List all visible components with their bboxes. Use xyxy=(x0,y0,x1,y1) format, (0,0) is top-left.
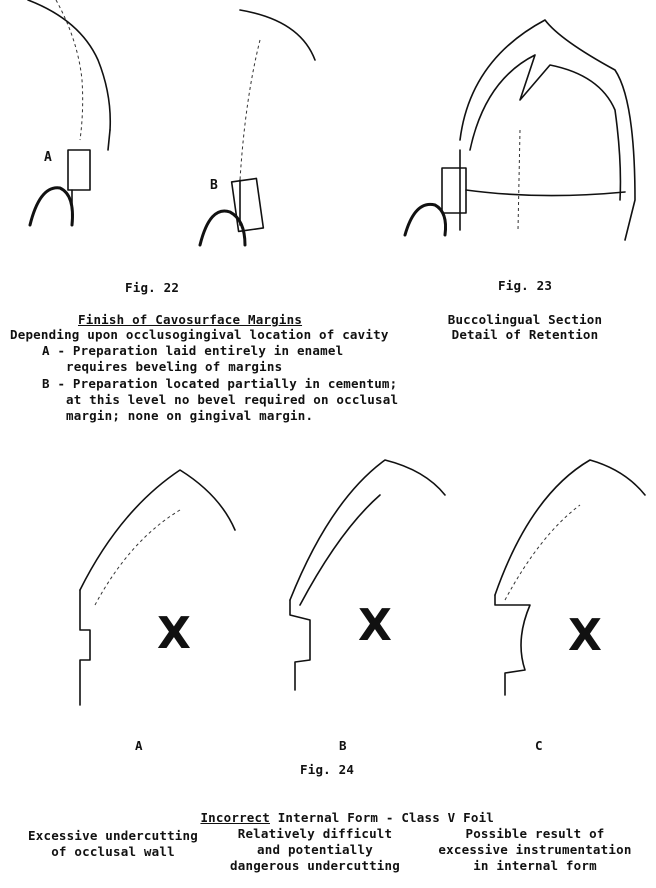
fig23-buccolingual-section-drawing xyxy=(403,19,636,241)
fig22-subtitle: Depending upon occlusogingival location … xyxy=(10,327,389,342)
fig22-tooth-a-drawing xyxy=(27,0,112,227)
fig23-label: Fig. 23 xyxy=(498,278,553,293)
fig24-caption-c-line1: Possible result of xyxy=(465,826,605,841)
fig24-caption-a-line2: of occlusal wall xyxy=(51,844,175,859)
fig22-label: Fig. 22 xyxy=(125,280,180,295)
fig22-item-b-line3: margin; none on gingival margin. xyxy=(66,408,314,423)
fig24-caption-c-line2: excessive instrumentation xyxy=(438,842,632,857)
fig24-title: Incorrect Internal Form - Class V Foil xyxy=(185,795,494,825)
fig22-tooth-b-drawing xyxy=(198,9,316,247)
fig22-item-a-line1: A - Preparation laid entirely in enamel xyxy=(42,343,344,358)
fig24-panel-c-drawing xyxy=(494,459,646,696)
fig22-item-b-line1: B - Preparation located partially in cem… xyxy=(42,376,398,391)
fig24-panel-c-x-mark: X xyxy=(568,610,602,661)
fig24-panel-b-drawing xyxy=(289,459,446,691)
fig24-title-rest: Internal Form - Class V Foil xyxy=(269,810,495,825)
fig24-title-underlined: Incorrect xyxy=(200,810,270,825)
fig22-title: Finish of Cavosurface Margins xyxy=(78,312,303,327)
fig22-marker-a: A xyxy=(44,150,52,165)
fig22-marker-b: B xyxy=(210,178,218,193)
fig24-panel-c-label: C xyxy=(535,738,543,753)
fig24-label: Fig. 24 xyxy=(300,762,355,777)
fig22-item-b-line2: at this level no bevel required on occlu… xyxy=(66,392,399,407)
fig24-caption-b-line3: dangerous undercutting xyxy=(230,858,400,873)
fig23-caption-line2: Detail of Retention xyxy=(451,327,599,342)
fig24-panel-b-x-mark: X xyxy=(358,600,392,651)
fig23-caption-line1: Buccolingual Section xyxy=(447,312,603,327)
fig24-caption-a-line1: Excessive undercutting xyxy=(28,828,198,843)
fig24-panel-a-label: A xyxy=(135,738,143,753)
fig24-panel-a-drawing xyxy=(79,469,236,706)
fig24-panel-b-label: B xyxy=(339,738,347,753)
fig24-caption-b-line1: Relatively difficult xyxy=(237,826,393,841)
fig24-panel-a-x-mark: X xyxy=(157,608,191,659)
fig24-caption-c-line3: in internal form xyxy=(473,858,597,873)
fig22-item-a-line2: requires beveling of margins xyxy=(66,359,283,374)
fig24-caption-b-line2: and potentially xyxy=(257,842,373,857)
